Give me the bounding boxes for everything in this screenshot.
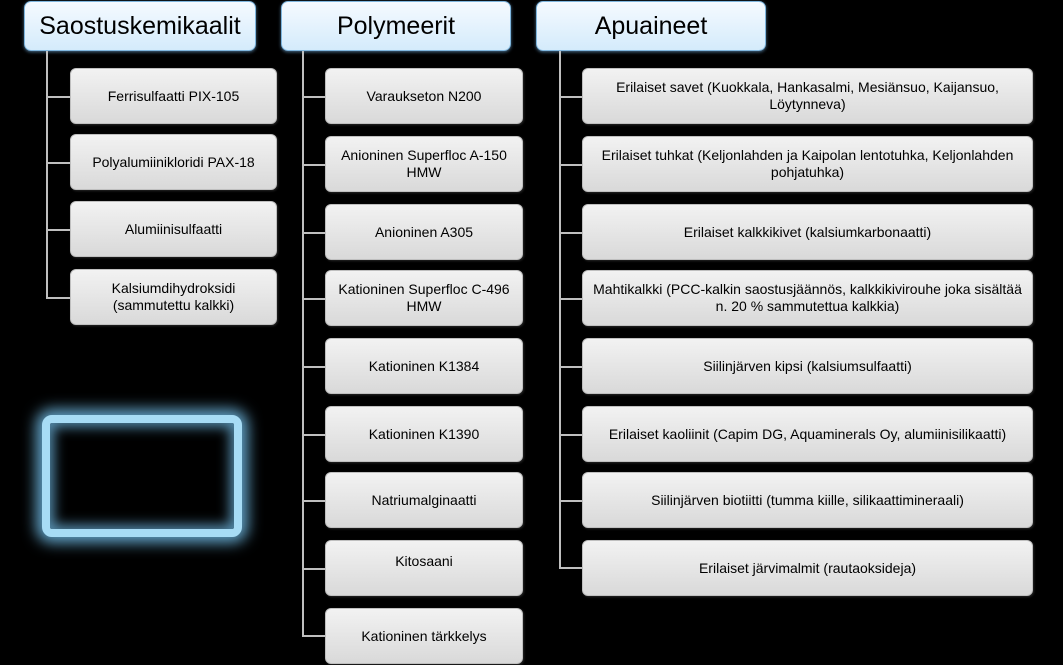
item-mahtikalkki: Mahtikalkki (PCC-kalkin saostusjäännös, … bbox=[582, 270, 1033, 326]
item-anioninen-a150: Anioninen Superfloc A-150 HMW bbox=[325, 136, 523, 192]
connector-polymeerit-1 bbox=[302, 96, 326, 98]
connector-polymeerit-8 bbox=[302, 568, 326, 570]
connector-saostus-1 bbox=[46, 96, 70, 98]
header-polymeerit: Polymeerit bbox=[281, 1, 511, 51]
item-varaukseton-n200: Varaukseton N200 bbox=[325, 68, 523, 124]
header-saostuskemikaalit: Saostuskemikaalit bbox=[24, 1, 256, 51]
item-erilaiset-kaoliinit: Erilaiset kaoliinit (Capim DG, Aquaminer… bbox=[582, 406, 1033, 462]
item-erilaiset-kalkkikivet: Erilaiset kalkkikivet (kalsiumkarbonaatt… bbox=[582, 204, 1033, 260]
connector-apuaineet-2 bbox=[559, 164, 583, 166]
item-kalsiumdihydroksidi: Kalsiumdihydroksidi (sammutettu kalkki) bbox=[70, 269, 277, 325]
header-apuaineet: Apuaineet bbox=[536, 1, 766, 51]
item-kationinen-k1384: Kationinen K1384 bbox=[325, 338, 523, 394]
connector-polymeerit-2 bbox=[302, 164, 326, 166]
connector-polymeerit-7 bbox=[302, 500, 326, 502]
connector-apuaineet-8 bbox=[559, 567, 583, 569]
connector-polymeerit-3 bbox=[302, 232, 326, 234]
glow-frame bbox=[42, 415, 242, 537]
item-polyalumiinikloridi: Polyalumiinikloridi PAX-18 bbox=[70, 134, 277, 190]
item-alumiinisulfaatti: Alumiinisulfaatti bbox=[70, 201, 277, 257]
item-natriumalginaatti: Natriumalginaatti bbox=[325, 472, 523, 528]
item-siilinjarven-biotiitti: Siilinjärven biotiitti (tumma kiille, si… bbox=[582, 472, 1033, 528]
item-erilaiset-savet: Erilaiset savet (Kuokkala, Hankasalmi, M… bbox=[582, 68, 1033, 124]
item-kitosaani: Kitosaani bbox=[325, 540, 523, 596]
connector-apuaineet-5 bbox=[559, 366, 583, 368]
item-kationinen-k1390: Kationinen K1390 bbox=[325, 406, 523, 462]
connector-polymeerit-5 bbox=[302, 366, 326, 368]
connector-apuaineet-trunk bbox=[559, 51, 561, 569]
item-erilaiset-tuhkat: Erilaiset tuhkat (Keljonlahden ja Kaipol… bbox=[582, 136, 1033, 192]
connector-apuaineet-1 bbox=[559, 96, 583, 98]
item-kationinen-tarkkelys: Kationinen tärkkelys bbox=[325, 608, 523, 664]
connector-apuaineet-7 bbox=[559, 500, 583, 502]
item-ferrisulfaatti: Ferrisulfaatti PIX-105 bbox=[70, 68, 277, 124]
connector-saostus-3 bbox=[46, 229, 70, 231]
item-siilinjarven-kipsi: Siilinjärven kipsi (kalsiumsulfaatti) bbox=[582, 338, 1033, 394]
connector-saostus-trunk bbox=[46, 51, 48, 298]
connector-saostus-2 bbox=[46, 162, 70, 164]
connector-saostus-4 bbox=[46, 297, 70, 299]
connector-apuaineet-4 bbox=[559, 298, 583, 300]
connector-apuaineet-6 bbox=[559, 434, 583, 436]
item-anioninen-a305: Anioninen A305 bbox=[325, 204, 523, 260]
connector-apuaineet-3 bbox=[559, 232, 583, 234]
connector-polymeerit-9 bbox=[302, 635, 326, 637]
item-kationinen-c496: Kationinen Superfloc C-496 HMW bbox=[325, 270, 523, 326]
connector-polymeerit-4 bbox=[302, 298, 326, 300]
item-erilaiset-jarvimalmit: Erilaiset järvimalmit (rautaoksideja) bbox=[582, 540, 1033, 596]
connector-polymeerit-trunk bbox=[302, 51, 304, 637]
connector-polymeerit-6 bbox=[302, 434, 326, 436]
